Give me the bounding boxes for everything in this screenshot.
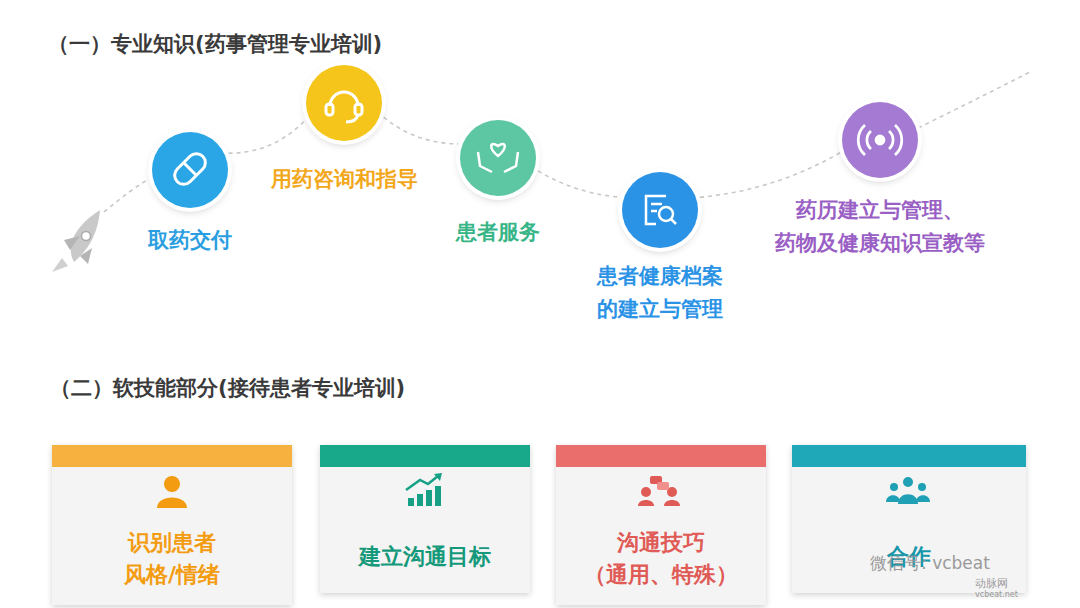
skill-card: 建立沟通目标	[320, 445, 530, 593]
card-label: 识别患者 风格/情绪	[110, 527, 233, 591]
step-circle: 取药交付	[152, 132, 228, 208]
section-heading: （一）专业知识(药事管理专业培训)	[48, 30, 382, 58]
skill-card: 识别患者 风格/情绪	[52, 445, 292, 605]
skill-card: 沟通技巧 （通用、特殊）	[556, 445, 766, 605]
step-caption: 患者健康档案 的建立与管理	[584, 260, 735, 325]
watermark: 动脉网	[975, 576, 1008, 591]
step-caption: 患者服务	[435, 216, 561, 249]
step-circle: 患者健康档案 的建立与管理	[622, 172, 698, 248]
dashed-trail	[104, 177, 152, 212]
watermark: vcbeat.net	[975, 590, 1018, 599]
dashed-connector	[384, 117, 459, 144]
section-heading: （二）软技能部分(接待患者专业培训)	[50, 374, 405, 402]
dashed-connector	[538, 171, 620, 197]
rocket-illustration	[52, 210, 100, 272]
step-caption: 药历建立与管理、 药物及健康知识宣教等	[765, 194, 996, 259]
dashed-trail	[918, 72, 1030, 128]
step-circle: 患者服务	[460, 120, 536, 196]
dashed-connector	[700, 153, 840, 198]
step-circle: 药历建立与管理、 药物及健康知识宣教等	[842, 102, 918, 178]
step-caption: 用药咨询和指导	[250, 163, 439, 196]
step-circle: 用药咨询和指导	[306, 65, 382, 141]
card-label: 沟通技巧 （通用、特殊）	[582, 527, 740, 591]
watermark: 微信号: vcbeat	[870, 552, 990, 575]
card-label: 建立沟通目标	[343, 541, 508, 573]
step-caption: 取药交付	[127, 224, 253, 257]
dashed-connector	[229, 120, 306, 153]
